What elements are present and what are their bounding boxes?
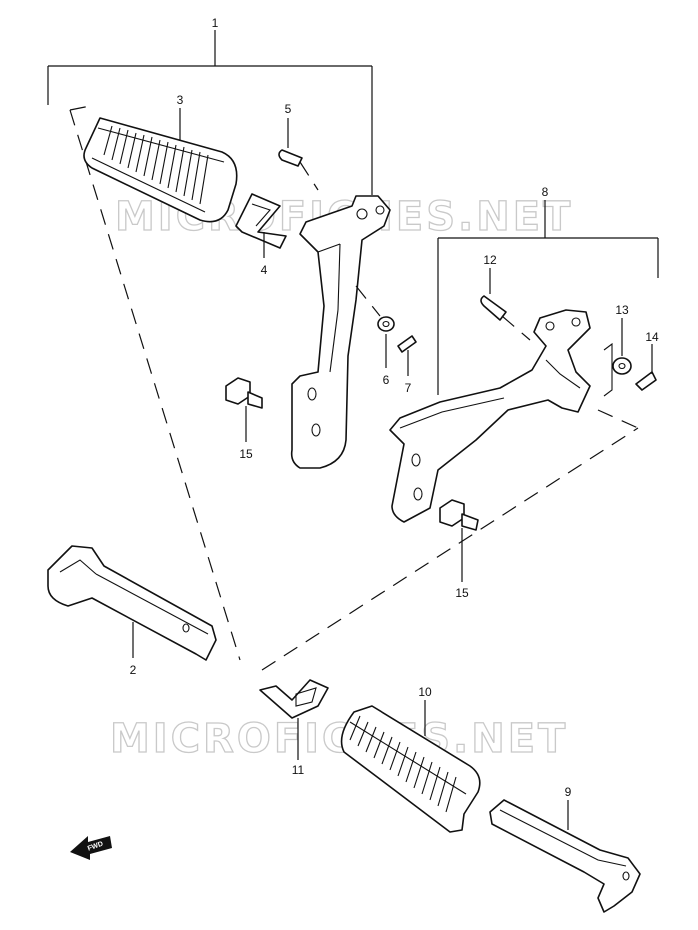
bolt-part-15-right (439, 499, 479, 531)
callout-12: 12 (483, 253, 497, 267)
callout-15-right: 15 (455, 586, 469, 600)
pin-part-5 (278, 149, 319, 191)
callout-6: 6 (383, 373, 390, 387)
callout-15-left: 15 (239, 447, 253, 461)
right-guide-lines (261, 409, 639, 671)
bolt-part-15-left (225, 377, 263, 409)
callout-8: 8 (542, 185, 549, 199)
callout-11: 11 (292, 763, 305, 777)
callout-4: 4 (261, 263, 268, 277)
footrest-base-right (489, 799, 641, 913)
footrest-base-left (47, 545, 217, 661)
footrest-rubber-left (83, 117, 238, 223)
callouts: 1 3 5 4 6 7 15 2 8 12 13 14 15 11 10 9 (130, 16, 659, 799)
plate-part-11 (259, 679, 329, 719)
callout-13: 13 (615, 303, 629, 317)
cotter-pin-part-14 (635, 371, 657, 391)
callout-3: 3 (177, 93, 184, 107)
fwd-arrow-icon: FWD (70, 836, 112, 860)
washer-part-6 (377, 316, 395, 332)
leader-lines (132, 108, 653, 830)
footrest-bracket-right (389, 309, 591, 523)
washer-part-13 (603, 342, 632, 397)
callout-2: 2 (130, 663, 137, 677)
callout-7: 7 (405, 381, 412, 395)
callout-1: 1 (212, 16, 219, 30)
footrest-rubber-right (340, 705, 481, 833)
callout-14: 14 (645, 330, 659, 344)
callout-10: 10 (418, 685, 432, 699)
plate-part-4 (235, 193, 287, 249)
callout-9: 9 (565, 785, 572, 799)
watermark-bottom: MICROFICHES.NET (110, 716, 568, 762)
cotter-pin-part-7 (397, 335, 417, 353)
footrest-bracket-left (290, 195, 391, 469)
assembly-bracket-1 (47, 30, 373, 195)
assembly-bracket-8 (437, 200, 659, 395)
callout-5: 5 (285, 102, 292, 116)
left-guide-lines (69, 104, 241, 661)
pin-part-12 (480, 295, 531, 341)
